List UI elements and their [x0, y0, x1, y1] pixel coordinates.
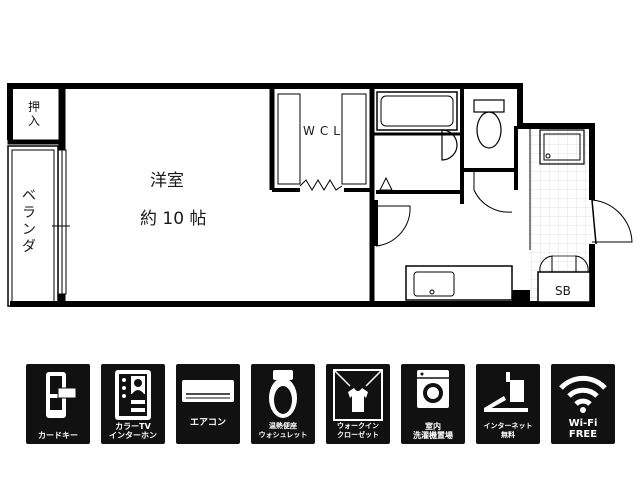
amenity-caption: インターネット 無料 — [483, 422, 533, 439]
wcl-label: WCL — [303, 124, 345, 138]
internet-icon — [484, 372, 528, 412]
color-tv-intercom-icon — [115, 370, 151, 420]
amenity-tile-wifi: Wi-Fi FREE — [551, 364, 615, 444]
amenity-tile-washlet: 温熱便座 ウォシュレット — [251, 364, 315, 444]
toilet-room — [462, 99, 518, 213]
veranda-label: ベランダ — [22, 188, 36, 255]
walk-in-closet — [269, 86, 375, 304]
entrance-door-swing — [591, 199, 633, 243]
amenity-tile-internet: インターネット 無料 — [476, 364, 540, 444]
washing-machine-icon — [417, 370, 449, 408]
amenity-caption: Wi-Fi FREE — [568, 418, 598, 440]
amenity-caption: エアコン — [189, 418, 226, 428]
outer-walls — [7, 83, 595, 307]
western-room-label: 洋室 — [150, 171, 184, 191]
amenity-caption: カードキー — [38, 431, 78, 440]
toilet-bowl — [476, 111, 502, 149]
closet-label: 押入 — [28, 100, 41, 128]
kitchen-counter — [405, 265, 530, 304]
floor-plan — [7, 83, 633, 307]
shoe-box-outline — [537, 271, 591, 303]
toilet-door-swing — [473, 172, 513, 213]
shoe-box-label: SB — [555, 284, 571, 298]
amenity-tile-card-key: カードキー — [26, 364, 90, 444]
card-key-icon — [46, 372, 77, 418]
amenity-caption: 温熱便座 ウォシュレット — [258, 422, 308, 439]
closet-outline — [7, 83, 65, 145]
amenity-caption: 室内 洗濯機置場 — [413, 422, 453, 440]
amenity-tile-walkin: ウォークイン クローゼット — [326, 364, 390, 444]
washlet-toilet-icon — [269, 370, 297, 418]
bathtub — [376, 91, 458, 131]
washer-pan — [539, 129, 585, 165]
western-room-size: 約 10 帖 — [140, 209, 207, 229]
wifi-icon — [559, 375, 607, 413]
amenity-tile-intercom: カラーTV インターホン — [101, 364, 165, 444]
veranda-outline — [7, 145, 59, 307]
amenity-tile-washer: 室内 洗濯機置場 — [401, 364, 465, 444]
amenity-tile-aircon: エアコン — [176, 364, 240, 444]
walk-in-closet-icon — [333, 369, 383, 421]
air-conditioner-icon — [182, 380, 234, 402]
bathroom — [372, 86, 464, 204]
amenity-caption: ウォークイン クローゼット — [337, 422, 379, 439]
amenity-icons: カードキー カラーTV インターホン エアコン — [26, 364, 615, 444]
wash-basin — [441, 129, 458, 161]
amenity-caption: カラーTV インターホン — [109, 422, 157, 440]
